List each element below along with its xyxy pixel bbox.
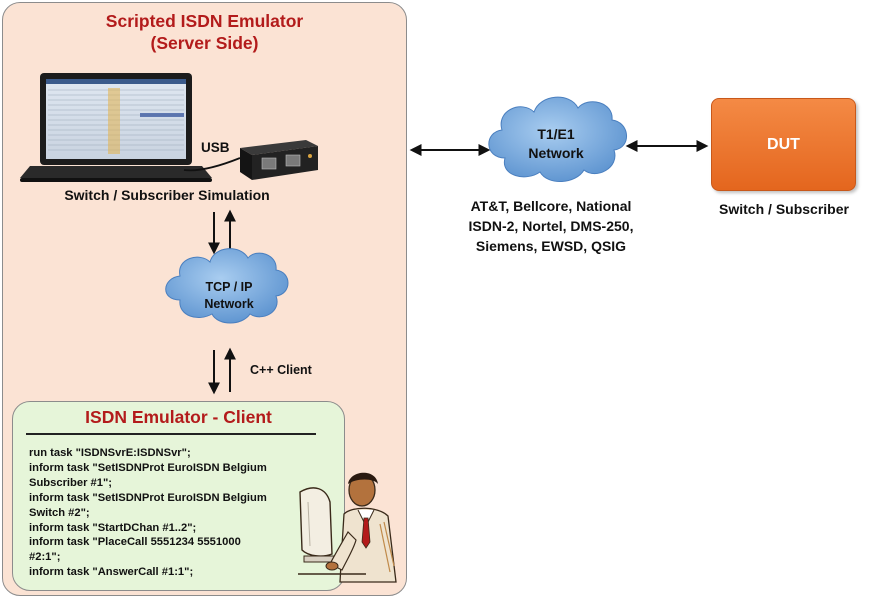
script-line: inform task "PlaceCall 5551234 5551000 — [29, 536, 241, 549]
laptop-icon — [20, 73, 212, 182]
protocols-line2: ISDN-2, Nortel, DMS-250, — [468, 218, 634, 234]
dut-label: DUT — [767, 135, 800, 153]
usb-cable — [183, 157, 241, 172]
tcp-ip-line1: TCP / IP — [205, 280, 253, 294]
server-title: Scripted ISDN Emulator (Server Side) — [2, 10, 407, 54]
script-line: Subscriber #1"; — [29, 476, 113, 489]
protocols-line1: AT&T, Bellcore, National — [470, 198, 632, 214]
dut-caption: Switch / Subscriber — [719, 201, 849, 217]
protocols-line3: Siemens, EWSD, QSIG — [475, 238, 627, 254]
tcp-ip-cloud-label: TCP / IP Network — [180, 279, 278, 313]
tcp-ip-cloud-icon — [165, 248, 289, 324]
script-line: #2:1"; — [29, 551, 61, 564]
t1-e1-cloud-icon — [488, 96, 627, 182]
t1-e1-line1: T1/E1 — [537, 126, 575, 142]
protocols-list: AT&T, Bellcore, National ISDN-2, Nortel,… — [432, 196, 670, 256]
dut-box: DUT — [711, 98, 856, 191]
script-line: inform task "SetISDNProt EuroISDN Belgiu… — [29, 461, 267, 474]
server-title-line2: (Server Side) — [150, 33, 259, 53]
cpp-client-label: C++ Client — [250, 363, 312, 377]
usb-device-icon — [240, 140, 318, 180]
script-line: inform task "AnswerCall #1:1"; — [29, 566, 194, 579]
tcp-ip-line2: Network — [204, 297, 254, 311]
script-line: inform task "StartDChan #1..2"; — [29, 521, 197, 534]
script-line: run task "ISDNSvrE:ISDNSvr"; — [29, 447, 191, 459]
client-script: run task "ISDNSvrE:ISDNSvr"; inform task… — [29, 446, 267, 580]
t1-e1-line2: Network — [528, 145, 584, 161]
person-at-computer-icon — [298, 472, 397, 583]
usb-label: USB — [201, 140, 230, 155]
server-title-line1: Scripted ISDN Emulator — [105, 11, 304, 31]
client-title-underline — [26, 433, 316, 435]
script-line: inform task "SetISDNProt EuroISDN Belgiu… — [29, 491, 267, 504]
script-line: Switch #2"; — [29, 506, 90, 519]
simulation-label: Switch / Subscriber Simulation — [64, 187, 270, 203]
t1-e1-cloud-label: T1/E1 Network — [506, 125, 606, 163]
client-panel — [12, 401, 345, 591]
client-title: ISDN Emulator - Client — [85, 407, 272, 427]
